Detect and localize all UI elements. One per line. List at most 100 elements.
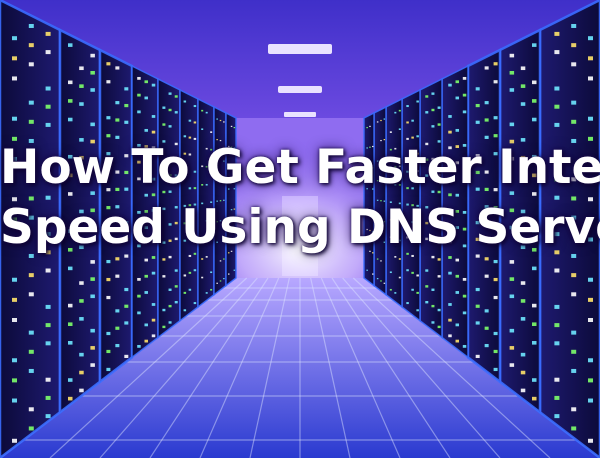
server-led bbox=[12, 116, 17, 121]
server-led bbox=[376, 199, 379, 201]
server-led bbox=[406, 302, 409, 305]
server-led bbox=[115, 326, 120, 330]
server-led bbox=[437, 140, 441, 143]
server-led bbox=[45, 122, 51, 127]
server-led bbox=[425, 206, 429, 209]
server-led bbox=[532, 154, 537, 159]
server-led bbox=[475, 237, 480, 241]
server-led bbox=[588, 116, 593, 121]
server-led bbox=[12, 56, 17, 61]
server-led bbox=[137, 244, 141, 248]
server-led bbox=[394, 238, 397, 240]
server-led bbox=[455, 145, 460, 148]
server-led bbox=[475, 304, 480, 308]
server-led bbox=[416, 239, 419, 242]
server-led bbox=[144, 339, 148, 343]
server-led bbox=[380, 180, 382, 182]
server-led bbox=[90, 225, 95, 230]
server-led bbox=[115, 187, 120, 192]
server-led bbox=[68, 192, 73, 196]
server-led bbox=[398, 239, 401, 242]
server-led bbox=[588, 217, 593, 222]
floor-line bbox=[249, 277, 290, 458]
server-led bbox=[462, 210, 467, 214]
server-led bbox=[79, 227, 84, 232]
server-led bbox=[162, 207, 166, 211]
server-led bbox=[68, 80, 73, 85]
server-led bbox=[201, 202, 204, 205]
server-led bbox=[210, 236, 213, 239]
server-led bbox=[205, 147, 208, 150]
server-led bbox=[431, 239, 435, 242]
server-led bbox=[106, 152, 111, 156]
server-led bbox=[520, 66, 526, 71]
server-led bbox=[372, 230, 374, 233]
server-led bbox=[475, 120, 480, 124]
server-led bbox=[484, 257, 489, 261]
server-led bbox=[151, 193, 156, 197]
server-led bbox=[183, 291, 187, 294]
server-led bbox=[174, 142, 178, 146]
server-led bbox=[571, 177, 577, 182]
server-led bbox=[588, 36, 593, 41]
server-led bbox=[588, 438, 593, 443]
server-led bbox=[168, 304, 172, 308]
server-led bbox=[68, 229, 73, 233]
server-led bbox=[462, 294, 467, 298]
server-led bbox=[509, 139, 515, 144]
server-led bbox=[493, 152, 498, 156]
server-rack bbox=[225, 111, 237, 288]
server-led bbox=[228, 145, 230, 148]
server-led bbox=[124, 304, 129, 308]
server-led bbox=[431, 321, 435, 324]
server-led bbox=[106, 134, 111, 138]
server-led bbox=[554, 104, 560, 109]
server-led bbox=[398, 184, 401, 186]
server-led bbox=[193, 203, 197, 206]
server-led bbox=[493, 80, 498, 84]
server-led bbox=[425, 174, 429, 177]
server-led bbox=[210, 288, 213, 291]
server-led bbox=[455, 128, 460, 132]
server-led bbox=[448, 256, 452, 259]
server-led bbox=[28, 426, 34, 431]
server-led bbox=[223, 160, 225, 162]
server-led bbox=[389, 131, 392, 133]
server-led bbox=[411, 153, 414, 156]
server-led bbox=[455, 161, 460, 165]
server-led bbox=[571, 119, 577, 124]
server-led bbox=[431, 223, 435, 226]
server-led bbox=[520, 317, 526, 321]
server-led bbox=[68, 154, 73, 159]
server-led bbox=[389, 166, 392, 168]
server-led bbox=[369, 209, 371, 211]
server-led bbox=[201, 276, 204, 279]
headline: How To Get Faster Internet Speed Using D… bbox=[0, 138, 600, 258]
server-led bbox=[168, 174, 172, 177]
server-led bbox=[372, 252, 374, 254]
server-led bbox=[571, 426, 577, 431]
server-led bbox=[174, 237, 178, 241]
server-led bbox=[571, 23, 577, 28]
server-led bbox=[230, 229, 233, 232]
server-led bbox=[369, 167, 371, 169]
server-led bbox=[45, 104, 51, 109]
server-led bbox=[79, 173, 84, 178]
server-led bbox=[462, 244, 467, 248]
server-led bbox=[174, 111, 178, 114]
server-led bbox=[425, 221, 429, 225]
server-led bbox=[115, 66, 120, 70]
server-led bbox=[228, 252, 230, 254]
server-led bbox=[68, 173, 73, 178]
server-led bbox=[571, 62, 577, 67]
server-led bbox=[193, 236, 197, 239]
server-led bbox=[124, 354, 129, 359]
server-led bbox=[366, 269, 368, 271]
server-led bbox=[205, 183, 208, 186]
server-led bbox=[28, 368, 34, 373]
server-led bbox=[137, 227, 141, 231]
server-led bbox=[124, 120, 129, 124]
server-led bbox=[124, 187, 129, 191]
server-led bbox=[28, 273, 34, 278]
server-led bbox=[554, 268, 560, 273]
